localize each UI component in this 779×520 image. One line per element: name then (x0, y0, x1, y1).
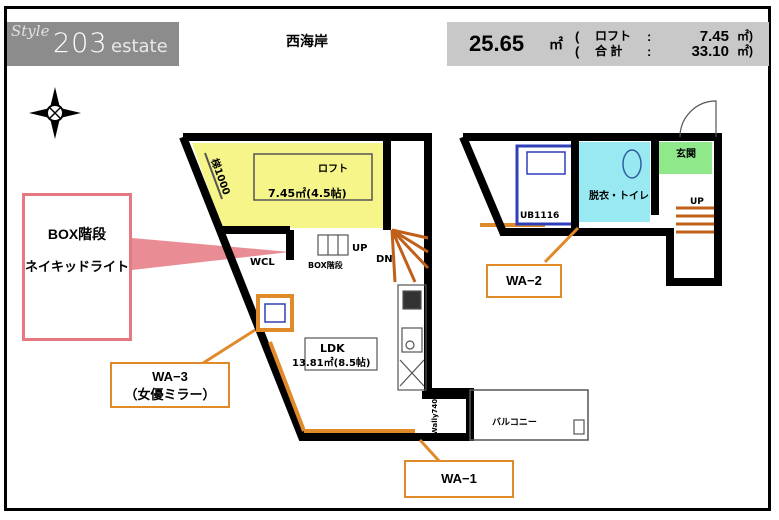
loft-label: ロフト (318, 163, 348, 175)
kitchen-counter (397, 284, 427, 391)
wa3-label: WA−3 (152, 369, 188, 384)
total-label: 合 計 (595, 44, 623, 58)
entrance-label: 玄関 (676, 147, 696, 160)
logo-room-badge: Style 203 estate (7, 22, 179, 66)
box-stairs-callout: BOX階段 ネイキッドライト (22, 193, 132, 341)
compass-icon (29, 87, 81, 139)
callout-pointer (132, 238, 290, 270)
toilet-icon (622, 149, 642, 179)
loft-area-label: 7.45㎡(4.5帖) (268, 186, 347, 200)
paren: (( (575, 29, 580, 59)
loft-area: 7.45 (699, 28, 729, 45)
logo-style-text: Style (11, 22, 50, 40)
mirror-inner (264, 303, 286, 323)
area-labels: ロフト合 計 (595, 29, 631, 59)
balcony (469, 389, 589, 441)
ldk-area-label: 13.81㎡(8.5帖) (292, 356, 371, 369)
bathtub (526, 151, 566, 175)
up-label: UP (352, 243, 367, 254)
wa1-callout: WA−1 (404, 460, 514, 498)
callout-leaders (199, 226, 580, 464)
entrance-door (679, 100, 717, 138)
wa3-sub: （女優ミラー） (124, 387, 216, 402)
balcony-label: バルコニー (492, 417, 537, 428)
staircase (390, 228, 430, 283)
walls-right (459, 133, 722, 286)
right-stairs (676, 206, 714, 234)
dn-label: DN (376, 254, 393, 265)
bath-label: UB1116 (520, 211, 559, 221)
up-label-right: UP (690, 197, 704, 207)
room-number: 203 (53, 28, 108, 59)
wa2-callout: WA−2 (486, 264, 562, 298)
washroom-area (577, 142, 650, 222)
total-area: 33.10 (691, 43, 729, 60)
ladder-line (204, 152, 223, 200)
ldk-label: LDK (320, 342, 345, 355)
box-stairs (317, 234, 349, 256)
box-stairs-label: BOX階段 (308, 260, 343, 270)
wa3-callout: WA−3 （女優ミラー） (110, 362, 230, 408)
colons: :: (647, 29, 652, 59)
ldk-label-box (304, 337, 378, 371)
logo-word: estate (111, 36, 168, 57)
washroom-label: 脱衣・トイレ (589, 189, 649, 202)
balcony-drain (573, 419, 585, 435)
wa3-mirror (256, 294, 294, 332)
loft-outline (253, 153, 373, 201)
area-units: ㎡)㎡) (737, 29, 753, 58)
loft-label: ロフト (595, 29, 632, 43)
loft-area (192, 143, 387, 228)
entrance-area (657, 142, 712, 174)
property-name: 西海岸 (286, 34, 328, 50)
box-stairs-sub: ネイキッドライト (25, 259, 130, 274)
box-stairs-title: BOX階段 (47, 226, 107, 242)
floor-area: 25.65 (469, 31, 525, 56)
wcl-label: WCL (250, 257, 275, 268)
floor-area-unit: ㎡ (549, 36, 563, 52)
wally-label: Wally740 (431, 399, 439, 435)
